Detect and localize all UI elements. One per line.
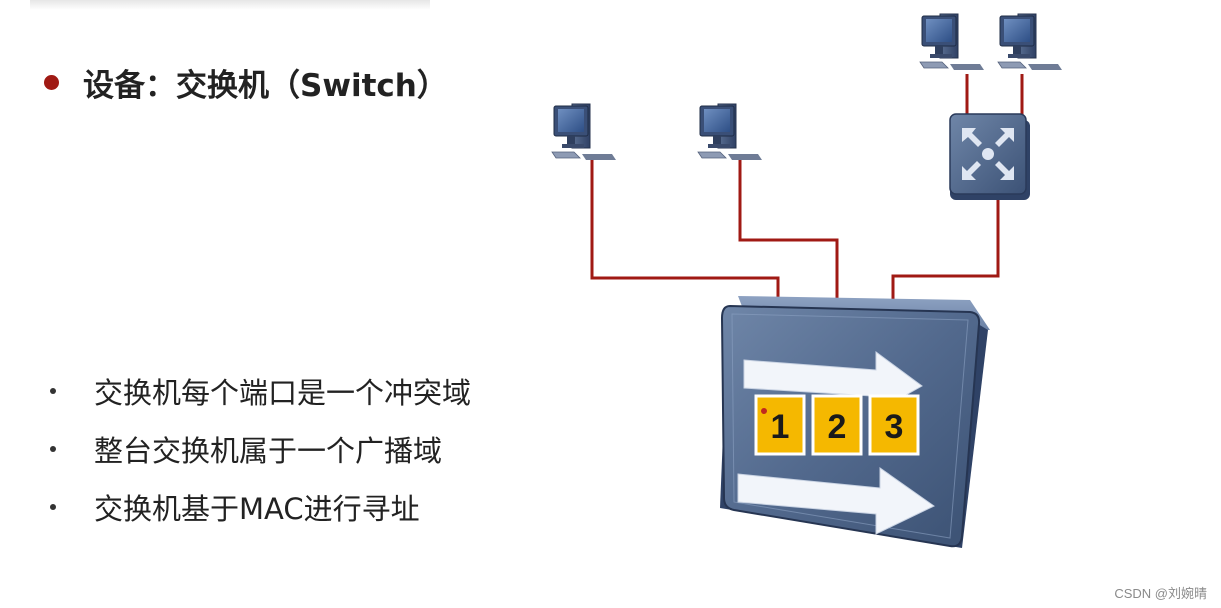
port-label: 3 — [885, 408, 904, 446]
port-label: 2 — [828, 408, 847, 446]
bullet-text: 交换机每个端口是一个冲突域 — [94, 376, 472, 410]
bullet-item: 交换机基于MAC进行寻址 — [46, 478, 471, 536]
bullet-dot — [50, 504, 56, 510]
port-2: 2 — [811, 394, 863, 456]
router-icon — [949, 113, 1030, 200]
heading-bullet-dot — [44, 74, 59, 90]
bullet-item: 整台交换机属于一个广播域 — [46, 420, 471, 478]
pc-icon — [997, 13, 1063, 71]
top-fade — [30, 0, 430, 10]
bullet-item: 交换机每个端口是一个冲突域 — [46, 362, 471, 420]
port-3: 3 — [868, 394, 920, 456]
port-1: 1 — [754, 394, 806, 456]
bullet-list: 交换机每个端口是一个冲突域 整台交换机属于一个广播域 交换机基于MAC进行寻址 — [46, 362, 471, 536]
pc-icon — [697, 103, 763, 161]
port-label: 1 — [771, 408, 790, 446]
bullet-text: 交换机基于MAC进行寻址 — [94, 492, 420, 526]
pc-icon — [551, 103, 617, 161]
bullet-text: 整台交换机属于一个广播域 — [94, 434, 443, 468]
port-group: 1 2 3 — [754, 394, 920, 456]
heading-text: 设备：交换机（Switch） — [83, 67, 448, 104]
bullet-dot — [50, 388, 56, 394]
bullet-dot — [50, 446, 56, 452]
watermark: CSDN @刘婉晴 — [1114, 586, 1207, 601]
pc-icon — [919, 13, 985, 71]
heading: 设备：交换机（Switch） — [44, 58, 448, 106]
cursor-dot — [761, 408, 767, 414]
